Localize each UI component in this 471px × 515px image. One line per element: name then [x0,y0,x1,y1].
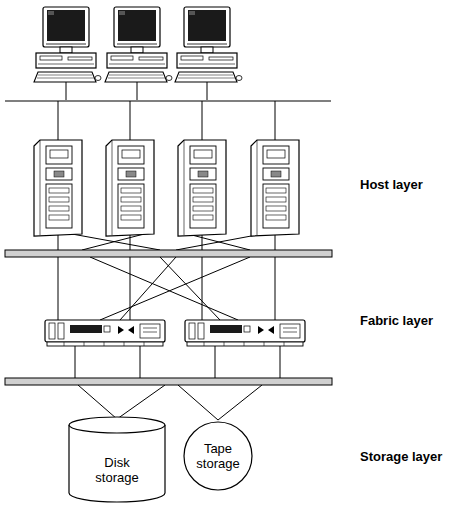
fabric-wire [100,257,250,320]
workstation [34,7,101,82]
layer-label: Fabric layer [360,313,433,328]
host-wire [275,235,276,250]
storage-wire [215,346,216,378]
fabric-wire [90,257,238,320]
node-text-box: Disk storage [68,438,166,502]
workstation [175,7,242,82]
fabric-wire [202,257,203,320]
tape-storage-circle: Tape storage [183,421,253,491]
fabric-wire [120,257,176,320]
storage-name: Disk storage [87,455,147,485]
server-tower [251,140,299,236]
server-tower [106,140,154,236]
storage-wire [117,385,165,419]
storage-wire [140,346,141,378]
cylinder-outline [69,425,165,502]
host-wire [58,235,59,250]
storage-wire [178,385,218,420]
storage-wire [78,385,117,419]
fabric-wire [160,257,220,320]
layer-label: Host layer [360,177,423,192]
fabric-wire [275,257,276,320]
host-wire [176,234,262,250]
network-wires [5,82,331,420]
lan-wire [58,101,59,142]
node-text-box: Tape storage [183,421,253,491]
server-tower [178,140,226,236]
fabric-wire [58,257,59,320]
storage-bus [5,378,332,385]
fabric-switch [185,320,305,346]
circle-outline [184,422,252,490]
storage-name: Tape storage [191,441,245,471]
layer-label: Storage layer [360,449,442,464]
cylinder-top [69,417,165,433]
storage-wire [75,346,76,378]
storage-wire [218,385,262,420]
fabric-bus [5,250,332,257]
workstation-wire [207,82,208,100]
workstation [105,7,172,82]
server-tower [34,140,82,236]
host-wire [82,234,144,250]
workstation-wire [66,82,67,100]
storage-wire [280,346,281,378]
fabric-switch [45,320,165,346]
lan-wire [130,101,131,142]
disk-storage-cylinder: Disk storage [68,416,166,502]
workstation-wire [137,82,138,100]
host-wire [72,234,160,250]
lan-wire [275,101,276,142]
lan-wire [202,101,203,142]
lan-line [5,100,331,101]
fabric-wire [130,257,131,320]
